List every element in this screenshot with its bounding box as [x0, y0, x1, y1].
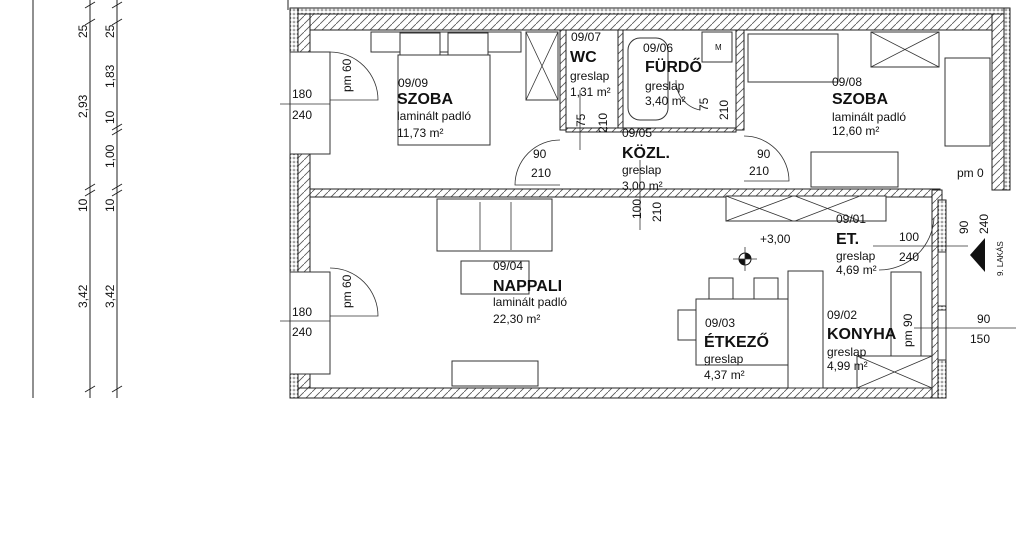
- room-name: KONYHA: [827, 326, 897, 343]
- dim-inner-10b: 10: [103, 198, 117, 212]
- room-furdo: 09/06 FÜRDŐ greslap 3,40 m²: [643, 41, 702, 108]
- opening-labels: 180 240 pm 60 180 240 pm 60 90 210 75 21…: [292, 58, 1016, 347]
- room-floor: greslap: [570, 69, 610, 83]
- room-code: 09/01: [836, 212, 866, 226]
- window2-sill: pm 60: [340, 274, 354, 308]
- room-area: 4,37 m²: [704, 368, 745, 382]
- dim-inner-10a: 10: [103, 110, 117, 124]
- room-konyha: 09/02 KONYHA greslap 4,99 m²: [827, 308, 897, 373]
- dim-outer-25: 25: [76, 24, 90, 38]
- dim-inner-183: 1,83: [103, 64, 117, 88]
- room-floor: laminált padló: [493, 295, 567, 309]
- opening-kozl-width: 100: [630, 199, 644, 219]
- room-area: 3,00 m²: [622, 179, 663, 193]
- window2-width: 180: [292, 305, 312, 319]
- dim-inner-100: 1,00: [103, 144, 117, 168]
- opening-kozl-height: 210: [650, 202, 664, 222]
- door-szoba2-height: 210: [749, 164, 769, 178]
- room-floor: greslap: [827, 345, 867, 359]
- room-area: 3,40 m²: [645, 94, 686, 108]
- room-kozl: 09/05 KÖZL. greslap 3,00 m²: [622, 126, 670, 193]
- room-name: KÖZL.: [622, 143, 670, 162]
- entrance-marker: 9. LAKÁS: [970, 238, 1005, 276]
- door-wc-width: 75: [574, 113, 588, 127]
- room-et: 09/01 ET. greslap 4,69 m²: [836, 212, 877, 277]
- room-code: 09/08: [832, 75, 862, 89]
- entry-outside-width: 90: [957, 220, 971, 234]
- room-area: 12,60 m²: [832, 124, 879, 138]
- room-name: SZOBA: [832, 91, 888, 108]
- apartment-label: 9. LAKÁS: [996, 241, 1005, 276]
- level-value: +3,00: [760, 232, 791, 246]
- room-szoba1: 09/09 SZOBA laminált padló 11,73 m²: [397, 76, 471, 140]
- dim-inner-342: 3,42: [103, 284, 117, 308]
- entry-outside-height: 240: [977, 214, 991, 234]
- door-szoba1-height: 210: [531, 166, 551, 180]
- entry-door-width: 100: [899, 230, 919, 244]
- room-name: WC: [570, 49, 597, 66]
- room-name: NAPPALI: [493, 278, 562, 295]
- door-szoba2-width: 90: [757, 147, 771, 161]
- room-floor: laminált padló: [832, 110, 906, 124]
- room-code: 09/04: [493, 259, 523, 273]
- room-area: 22,30 m²: [493, 312, 540, 326]
- room-area: 4,99 m²: [827, 359, 868, 373]
- room-name: ÉTKEZŐ: [704, 332, 769, 351]
- room-floor: greslap: [836, 249, 876, 263]
- door-wc-height: 210: [596, 113, 610, 133]
- room-etkezo: 09/03 ÉTKEZŐ greslap 4,37 m²: [704, 316, 769, 382]
- room-code: 09/06: [643, 41, 673, 55]
- dim-outer-342: 3,42: [76, 284, 90, 308]
- furniture: M: [370, 31, 991, 389]
- door-szoba1-width: 90: [533, 147, 547, 161]
- windows: [280, 51, 947, 375]
- room-code: 09/05: [622, 126, 652, 140]
- entry-door-height: 240: [899, 250, 919, 264]
- window-szoba2-sill: pm 0: [957, 166, 984, 180]
- window-konyha-height: 150: [970, 332, 990, 346]
- window-konyha-sill: pm 90: [901, 313, 915, 347]
- room-area: 11,73 m²: [397, 126, 443, 140]
- door-swings: [514, 79, 968, 271]
- dimension-chains: 25 2,93 10 3,42 25 1,83 10 1,00 10 3,42: [32, 0, 123, 398]
- door-furdo-height: 210: [717, 100, 731, 120]
- room-szoba2: 09/08 SZOBA laminált padló 12,60 m²: [832, 75, 906, 138]
- room-code: 09/03: [705, 316, 735, 330]
- level-marker: +3,00: [733, 232, 791, 271]
- washing-machine-label: M: [715, 43, 722, 52]
- window1-width: 180: [292, 87, 312, 101]
- room-name: ET.: [836, 231, 859, 248]
- room-code: 09/02: [827, 308, 857, 322]
- room-floor: greslap: [622, 163, 662, 177]
- dim-outer-10: 10: [76, 198, 90, 212]
- room-code: 09/07: [571, 30, 601, 44]
- room-floor: greslap: [704, 352, 744, 366]
- room-name: FÜRDŐ: [645, 57, 702, 76]
- window1-sill: pm 60: [340, 58, 354, 92]
- room-nappali: 09/04 NAPPALI laminált padló 22,30 m²: [493, 259, 567, 326]
- window1-height: 240: [292, 108, 312, 122]
- window2-height: 240: [292, 325, 312, 339]
- dim-outer-293: 2,93: [76, 94, 90, 118]
- dim-inner-25: 25: [103, 24, 117, 38]
- room-name: SZOBA: [397, 91, 453, 108]
- room-floor: laminált padló: [397, 109, 471, 123]
- door-furdo-width: 75: [697, 97, 711, 111]
- room-area: 1,31 m²: [570, 85, 611, 99]
- room-floor: greslap: [645, 79, 685, 93]
- window-konyha-width: 90: [977, 312, 991, 326]
- room-code: 09/09: [398, 76, 428, 90]
- room-wc: 09/07 WC greslap 1,31 m²: [570, 30, 611, 99]
- room-area: 4,69 m²: [836, 263, 877, 277]
